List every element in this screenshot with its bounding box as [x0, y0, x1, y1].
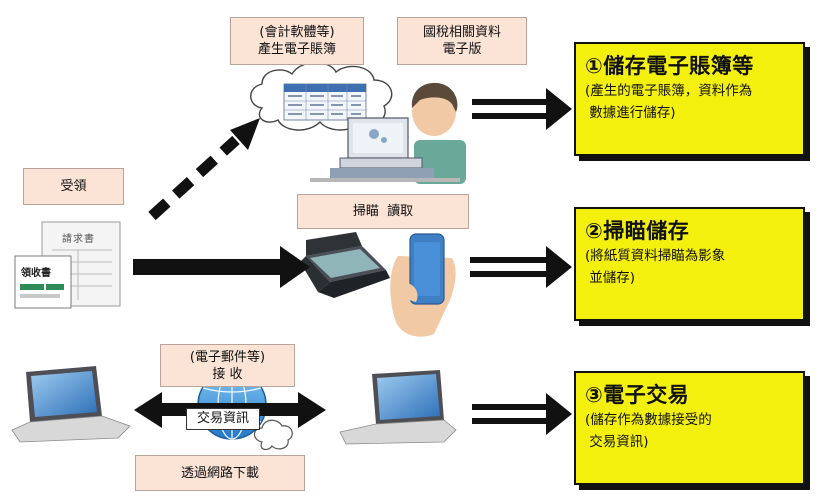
download-label: 透過網路下載 — [135, 455, 305, 491]
box-desc-line: (將紙質資料掃瞄為影象 — [585, 248, 726, 264]
box-desc-line: 交易資訊) — [585, 434, 649, 450]
double-arrow-icon — [470, 246, 572, 288]
scanner-icon — [300, 232, 390, 298]
double-arrow-icon — [472, 393, 572, 435]
invoice-title: 請求書 — [62, 234, 95, 245]
box-electronic-transaction: ③電子交易 (儲存作為數據接受的 交易資訊) — [574, 371, 805, 485]
box-scan-storage: ②掃瞄儲存 (將紙質資料掃瞄為影象 並儲存) — [574, 207, 805, 321]
label-line: (會計軟體等) — [259, 25, 335, 40]
receive-label: 受領 — [23, 168, 124, 205]
paper-documents-icon — [14, 221, 121, 309]
double-arrow-icon — [472, 88, 572, 130]
box-store-electronic-books: ①儲存電子賬簿等 (產生的電子賬簿，資料作為 數據進行儲存) — [574, 42, 805, 156]
email-receive-label: (電子郵件等) 接 收 — [160, 344, 295, 387]
receipt-title: 領收書 — [21, 268, 51, 279]
transaction-info-label: 交易資訊 — [186, 408, 260, 430]
person-computer-icon — [310, 82, 466, 184]
dashed-arrow — [148, 118, 260, 221]
box-desc-line: 數據進行儲存) — [585, 105, 676, 121]
tax-electronic-label: 國稅相關資料 電子版 — [397, 17, 527, 65]
box-title: ③電子交易 — [585, 383, 690, 407]
smartphone-hand-icon — [390, 233, 456, 337]
box-desc-line: (儲存作為數據接受的 — [585, 412, 712, 428]
box-title: ①儲存電子賬簿等 — [585, 54, 754, 78]
label-line: (電子郵件等) — [189, 349, 266, 365]
accounting-software-label: (會計軟體等) 產生電子賬簿 — [230, 17, 364, 65]
label-line: 接 收 — [212, 366, 243, 382]
laptop-icon — [339, 370, 457, 445]
label-line: 電子版 — [442, 42, 482, 57]
label-line: 國稅相關資料 — [422, 25, 501, 40]
scan-read-label: 掃瞄 讀取 — [297, 194, 469, 229]
box-desc-line: (產生的電子賬簿，資料作為 — [585, 83, 753, 99]
laptop-icon — [11, 366, 131, 443]
box-title: ②掃瞄儲存 — [585, 219, 690, 243]
solid-arrow — [133, 246, 310, 288]
label-line: 產生電子賬簿 — [257, 42, 336, 57]
box-desc-line: 並儲存) — [585, 270, 636, 286]
cloud-spreadsheet-icon — [250, 61, 393, 131]
